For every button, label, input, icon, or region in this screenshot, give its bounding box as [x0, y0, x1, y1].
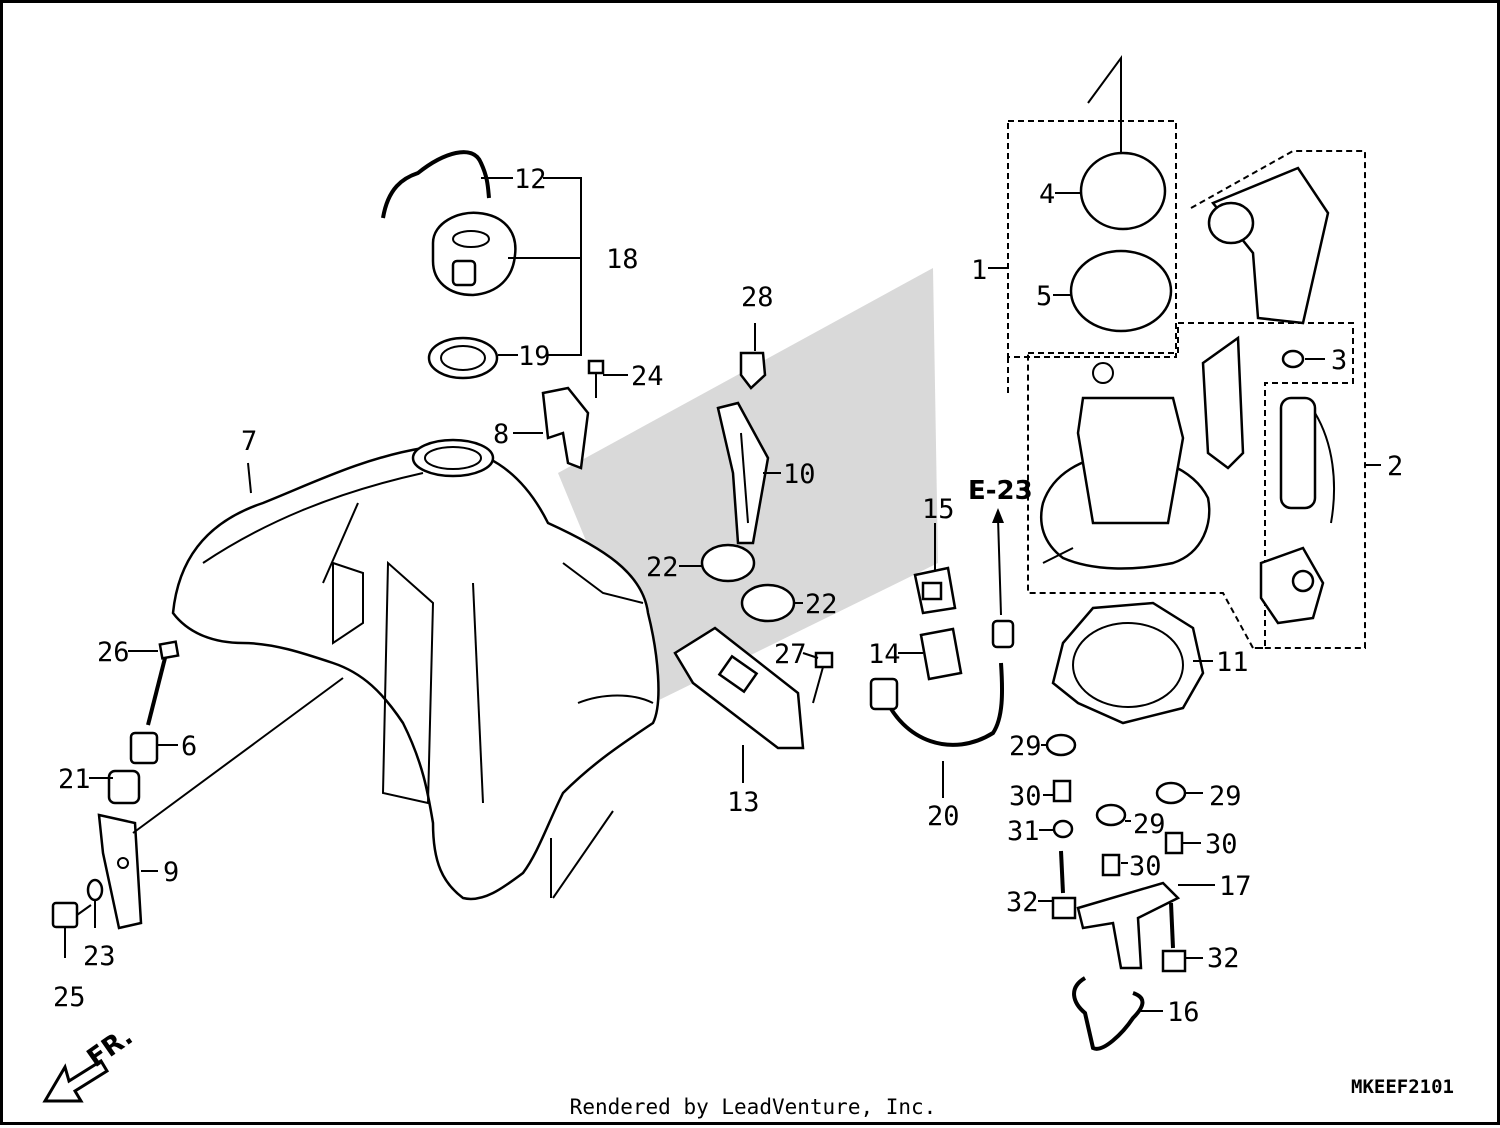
callout-20: 20: [927, 801, 960, 832]
fuel-tank-parts-diagram: E-23: [42, 54, 1403, 1103]
callout-21: 21: [58, 764, 91, 795]
pressure-regulator[interactable]: [1259, 546, 1325, 625]
washer-part-29c[interactable]: [1155, 781, 1187, 805]
reference-e23-label: E-23: [968, 476, 1033, 506]
bolt-part-27[interactable]: [812, 651, 834, 704]
callout-10: 10: [783, 459, 816, 490]
callout-3: 3: [1331, 345, 1347, 376]
callout-6: 6: [181, 731, 197, 762]
callout-14: 14: [868, 639, 901, 670]
callout-32a: 32: [1006, 887, 1039, 918]
filler-cap-part-18[interactable]: [431, 211, 517, 297]
callout-19: 19: [518, 341, 551, 372]
pump-housing-top[interactable]: [1207, 166, 1330, 325]
callout-30c: 30: [1205, 829, 1238, 860]
callout-29b: 29: [1133, 809, 1166, 840]
canister-part-13[interactable]: [673, 626, 805, 750]
harness-part-20[interactable]: [869, 619, 1015, 747]
callout-1: 1: [971, 255, 987, 286]
callout-29c: 29: [1209, 781, 1242, 812]
gasket-part-11[interactable]: [1051, 601, 1205, 725]
dashed-outline-kit-2: [1027, 150, 1366, 649]
stay-part-17[interactable]: [1076, 881, 1181, 970]
callout-24: 24: [631, 361, 664, 392]
connector-part-15[interactable]: [913, 566, 957, 615]
callout-12: 12: [514, 164, 547, 195]
filter-part[interactable]: [1201, 335, 1245, 470]
bolt-part-25[interactable]: [51, 901, 92, 929]
callout-28: 28: [741, 282, 774, 313]
rubber-part-21[interactable]: [107, 769, 141, 805]
callout-22b: 22: [805, 589, 838, 620]
o-ring-part-5[interactable]: [1069, 249, 1173, 333]
nut-part-30c[interactable]: [1164, 831, 1184, 855]
pump-base-assembly[interactable]: [1039, 362, 1211, 570]
grommet-part-3[interactable]: [1281, 349, 1305, 369]
callout-30b: 30: [1129, 851, 1162, 882]
bracket-part-8[interactable]: [541, 386, 590, 470]
washer-part-29a[interactable]: [1045, 733, 1077, 757]
heat-guard-part-10[interactable]: [716, 401, 770, 545]
callout-27: 27: [774, 639, 807, 670]
callout-29a: 29: [1009, 731, 1042, 762]
callout-17: 17: [1219, 871, 1252, 902]
callout-15: 15: [922, 494, 955, 525]
callout-11: 11: [1216, 647, 1249, 678]
diagram-code: MKEEF2101: [1351, 1076, 1454, 1098]
callout-4: 4: [1039, 179, 1055, 210]
o-ring-part-4[interactable]: [1079, 151, 1167, 231]
cap-part-22a[interactable]: [700, 543, 756, 583]
bracket-part-9[interactable]: [97, 813, 143, 930]
callout-13: 13: [727, 787, 760, 818]
bolt-part-26[interactable]: [146, 640, 180, 726]
footer-credit: Rendered by LeadVenture, Inc.: [569, 1095, 937, 1119]
clip-part-28[interactable]: [739, 351, 767, 390]
callout-18: 18: [606, 244, 639, 275]
nut-part-30a[interactable]: [1052, 779, 1072, 803]
front-direction-arrow: FR.: [42, 1022, 139, 1103]
callout-30a: 30: [1009, 781, 1042, 812]
leader-lines: [64, 54, 1381, 1012]
callout-32b: 32: [1207, 943, 1240, 974]
callout-22a: 22: [646, 552, 679, 583]
wire-part-16[interactable]: [1072, 976, 1145, 1051]
nut-part-30b[interactable]: [1101, 853, 1121, 877]
callout-26: 26: [97, 637, 130, 668]
callout-16: 16: [1167, 997, 1200, 1028]
front-direction-label: FR.: [82, 1022, 139, 1074]
bolt-part-32a[interactable]: [1051, 850, 1077, 920]
breather-tube-part-12[interactable]: [381, 150, 491, 219]
dashed-outline-kit-1: [1007, 120, 1177, 393]
cap-seal-part-19[interactable]: [427, 336, 499, 380]
callout-7: 7: [241, 426, 257, 457]
collar-part-6[interactable]: [129, 731, 159, 765]
callout-2: 2: [1387, 451, 1403, 482]
washer-part-23[interactable]: [86, 878, 104, 902]
bolt-part-24[interactable]: [587, 359, 605, 398]
fuel-pump-motor[interactable]: [1279, 396, 1336, 524]
connector-part-14[interactable]: [919, 627, 963, 681]
fuel-tank-part-7[interactable]: [171, 438, 660, 901]
washer-part-29b[interactable]: [1095, 803, 1127, 827]
callout-9: 9: [163, 857, 179, 888]
callout-8: 8: [493, 419, 509, 450]
washer-part-31[interactable]: [1052, 819, 1074, 839]
callout-23: 23: [83, 941, 116, 972]
callout-5: 5: [1036, 281, 1052, 312]
callout-31: 31: [1007, 816, 1040, 847]
cap-part-22b[interactable]: [740, 583, 796, 623]
bolt-part-32b[interactable]: [1161, 902, 1187, 973]
callout-labels: 1 2 3 4 5 6 7 8 9 10 11 12 13 14 15 16 1…: [53, 164, 1403, 1028]
reference-e23: E-23: [968, 476, 1033, 616]
callout-25: 25: [53, 982, 86, 1013]
